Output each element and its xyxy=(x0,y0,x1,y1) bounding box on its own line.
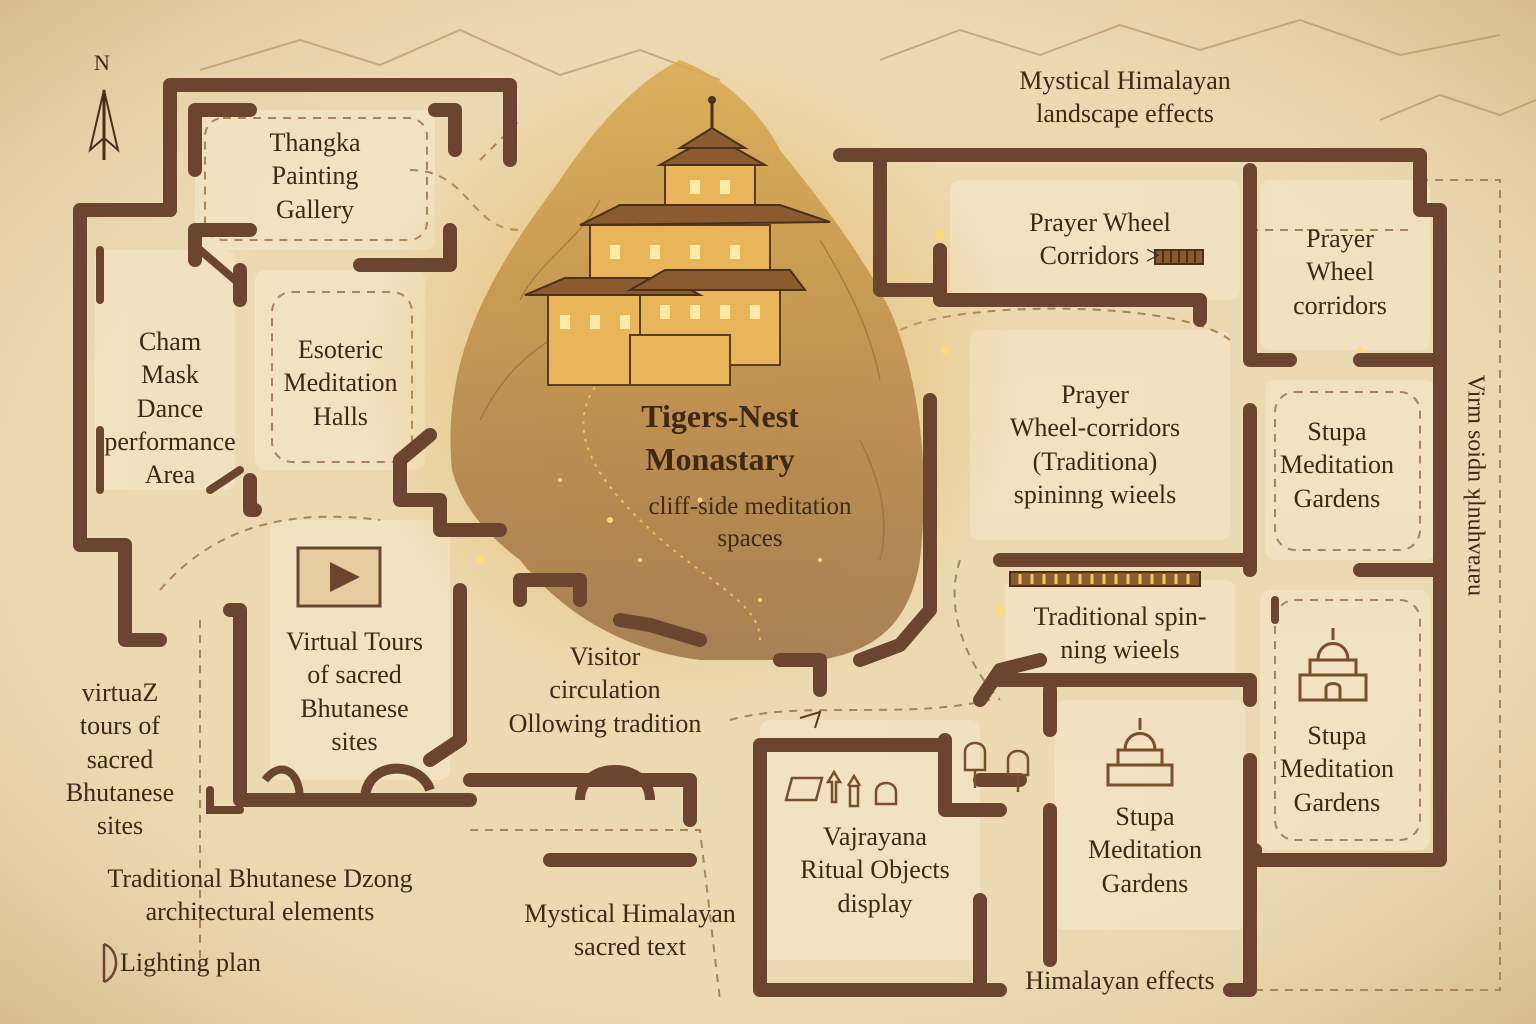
mountain-range xyxy=(199,18,1536,121)
visitor-circulation-label: Visitor circulation Ollowing tradition xyxy=(508,642,702,738)
spinning-wheels-label: Traditional spin- ning wieels xyxy=(1033,602,1207,665)
virtual-tours-room-label: Virtual Tours of sacred Bhutanese sites xyxy=(286,627,423,756)
stupa-gardens-upper-label: Stupa Meditation Gardens xyxy=(1279,417,1395,513)
esoteric-meditation-label: Esoteric Meditation Halls xyxy=(283,335,398,431)
play-icon[interactable] xyxy=(296,546,382,608)
thangka-gallery-label: Thangka Painting Gallery xyxy=(269,128,361,224)
compass-north-label: N xyxy=(94,50,110,75)
prayer-wheel-corridors-right-label: Prayer Wheel corridors xyxy=(1293,224,1387,320)
himalayan-effects-label: Himalayan effects xyxy=(1025,966,1215,995)
vajrayana-display-label: Vajrayana Ritual Objects display xyxy=(800,822,950,918)
tigers-nest-title: Tigers-Nest Monastary xyxy=(641,398,799,478)
prayer-wheel-icon xyxy=(1154,249,1204,265)
stupa-icon-center xyxy=(1106,718,1174,787)
prayer-wheel-corridors-top-label: Prayer Wheel Corridors > xyxy=(1029,208,1171,271)
monastery-icon xyxy=(524,96,831,386)
prayer-wheel-traditional-label: Prayer Wheel-corridors (Traditiona) spin… xyxy=(1009,380,1181,509)
compass-arrow-icon xyxy=(88,89,120,160)
lighting-plan-label: Lighting plan xyxy=(120,948,261,977)
ritual-objects-icon xyxy=(784,741,1030,808)
tigers-nest-subtitle: cliff-side meditation spaces xyxy=(648,493,852,552)
virtual-tours-side-label: virtuaZ tours of sacred Bhutanese sites xyxy=(65,678,175,841)
sacred-text-label: Mystical Himalayan sacred text xyxy=(524,899,736,962)
dzong-elements-label: Traditional Bhutanese Dzong architectura… xyxy=(107,864,413,927)
cham-dance-label: Cham Mask Dance performance Area xyxy=(104,327,236,490)
landscape-effects-label: Mystical Himalayan landscape effects xyxy=(1019,66,1231,129)
prayer-wheel-row xyxy=(1009,571,1201,587)
stupa-gardens-right-label: Stupa Meditation Gardens xyxy=(1279,721,1395,817)
stupa-gardens-center-label: Stupa Meditation Gardens xyxy=(1087,802,1203,898)
vertical-margin-text: Virm soidn ʞlnuhvɐɹɐu xyxy=(1462,374,1489,596)
stupa-icon xyxy=(1298,628,1368,702)
